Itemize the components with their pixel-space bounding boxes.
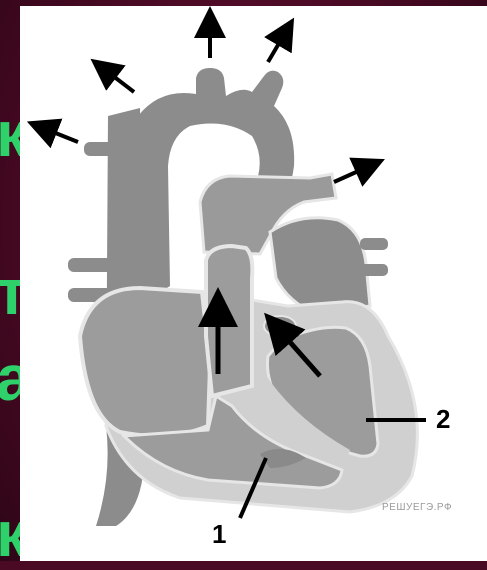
label-1: 1	[212, 519, 226, 550]
arrow-up-left	[100, 66, 134, 92]
pulmonary-vein-left-top	[68, 258, 114, 272]
arrow-right	[334, 164, 374, 182]
left-atrium	[270, 218, 370, 314]
label-2: 2	[436, 404, 450, 435]
aorta-root	[206, 246, 252, 396]
heart-diagram	[20, 6, 487, 561]
arrow-left	[38, 126, 78, 142]
diagram-panel: 1 2 РЕШУЕГЭ.РФ	[20, 6, 487, 561]
pulmonary-vein-right-top	[360, 238, 388, 250]
watermark: РЕШУЕГЭ.РФ	[382, 502, 452, 513]
branch-left-top	[84, 142, 114, 156]
right-atrium	[80, 288, 210, 436]
arrow-up-right	[268, 28, 288, 62]
pulmonary-vein-right-bottom	[360, 264, 388, 276]
